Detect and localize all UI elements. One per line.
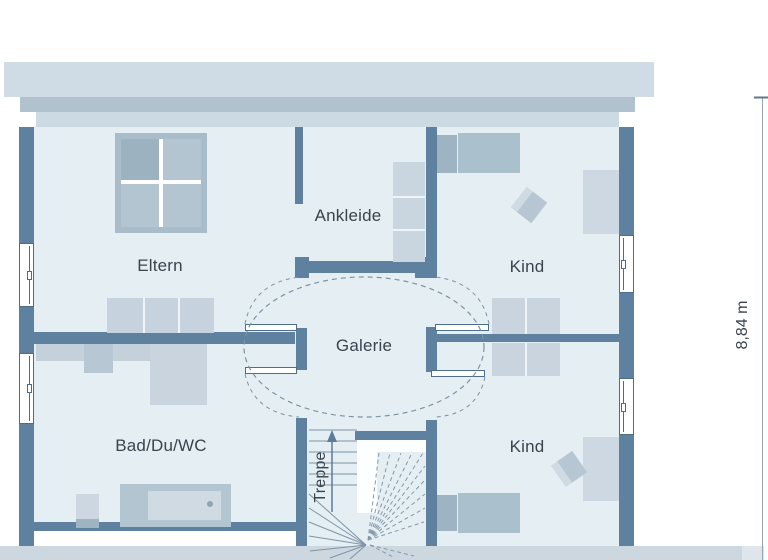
exterior-wall-left — [19, 127, 34, 546]
toilet-bowl — [76, 519, 99, 528]
room-label-bad-du-wc: Bad/Du/WC — [115, 436, 207, 455]
bath-sink — [84, 344, 113, 373]
stair-left-wall — [296, 418, 307, 546]
eltern-door-leaf — [245, 324, 297, 331]
stair-landing — [357, 440, 426, 452]
hall-right-wall-mid — [426, 327, 437, 372]
ground-band — [0, 546, 742, 560]
room-label-kind-top: Kind — [509, 257, 545, 276]
stair-top-wall — [355, 431, 426, 440]
wardrobe-seam — [525, 298, 527, 334]
toilet — [76, 494, 99, 528]
hall-left-wall-mid — [296, 328, 307, 370]
bed-seam — [143, 298, 145, 333]
window-handle — [27, 384, 32, 393]
kind-bottom-bed-pillow — [437, 495, 457, 531]
window-handle — [621, 260, 626, 269]
top-wall-band — [20, 97, 635, 112]
hall-right-wall-cap — [415, 257, 429, 278]
roof-window-pane — [163, 139, 201, 180]
kind-top-bed — [458, 133, 520, 173]
ankleide-wardrobe — [393, 162, 425, 262]
room-label-eltern: Eltern — [137, 256, 183, 275]
eltern-bed — [107, 298, 214, 333]
stair-right-wall — [426, 420, 437, 546]
roof-window-pane — [163, 184, 201, 227]
kind-divider-wall — [437, 334, 619, 342]
kind-bottom-door-leaf — [431, 370, 485, 377]
bed-seam — [178, 298, 180, 333]
kind-top-bed-pillow — [437, 135, 457, 173]
kind-bottom-desk — [583, 437, 619, 501]
bath-shower — [150, 344, 207, 405]
kind-top-desk — [583, 170, 619, 234]
window-right-kind-top — [619, 235, 634, 293]
ground-band-fade — [742, 546, 764, 560]
eltern-bad-wall — [34, 332, 295, 344]
room-label-ankleide: Ankleide — [314, 206, 382, 225]
kind-bottom-bed — [458, 493, 520, 533]
window-handle — [621, 403, 626, 412]
roof-window-pane — [121, 139, 159, 180]
bathtub — [120, 484, 231, 527]
roof-window-pane — [121, 184, 159, 227]
room-label-treppe: Treppe — [312, 451, 329, 503]
exterior-wall-right — [619, 127, 634, 546]
roof-overhang-band — [4, 62, 654, 97]
wardrobe-seam — [525, 343, 527, 376]
ankleide-left-wall — [295, 127, 303, 204]
dimension-label-height: 8,84 m — [734, 300, 751, 350]
bathtub-drain — [207, 501, 213, 507]
dimension-line — [754, 96, 768, 560]
kind-top-wardrobe — [492, 298, 560, 334]
window-handle — [27, 271, 32, 280]
kind-top-left-wall — [426, 127, 437, 278]
bad-door-leaf — [245, 367, 297, 374]
roof-window-glass — [121, 139, 201, 227]
window-left-eltern — [19, 243, 34, 307]
hall-left-wall-cap — [295, 257, 309, 278]
wardrobe-seam — [393, 196, 425, 198]
room-label-galerie: Galerie — [335, 336, 393, 355]
kind-top-door-leaf — [435, 324, 489, 331]
stair-well — [357, 452, 377, 513]
window-right-kind-bottom — [619, 378, 634, 435]
window-left-bad — [19, 353, 34, 424]
room-label-kind-bottom: Kind — [509, 437, 545, 456]
kind-bottom-wardrobe — [492, 343, 560, 376]
eltern-roof-window — [115, 133, 207, 233]
wardrobe-seam — [393, 229, 425, 231]
inner-roof-band — [36, 112, 619, 127]
ankleide-galerie-wall — [307, 261, 426, 273]
